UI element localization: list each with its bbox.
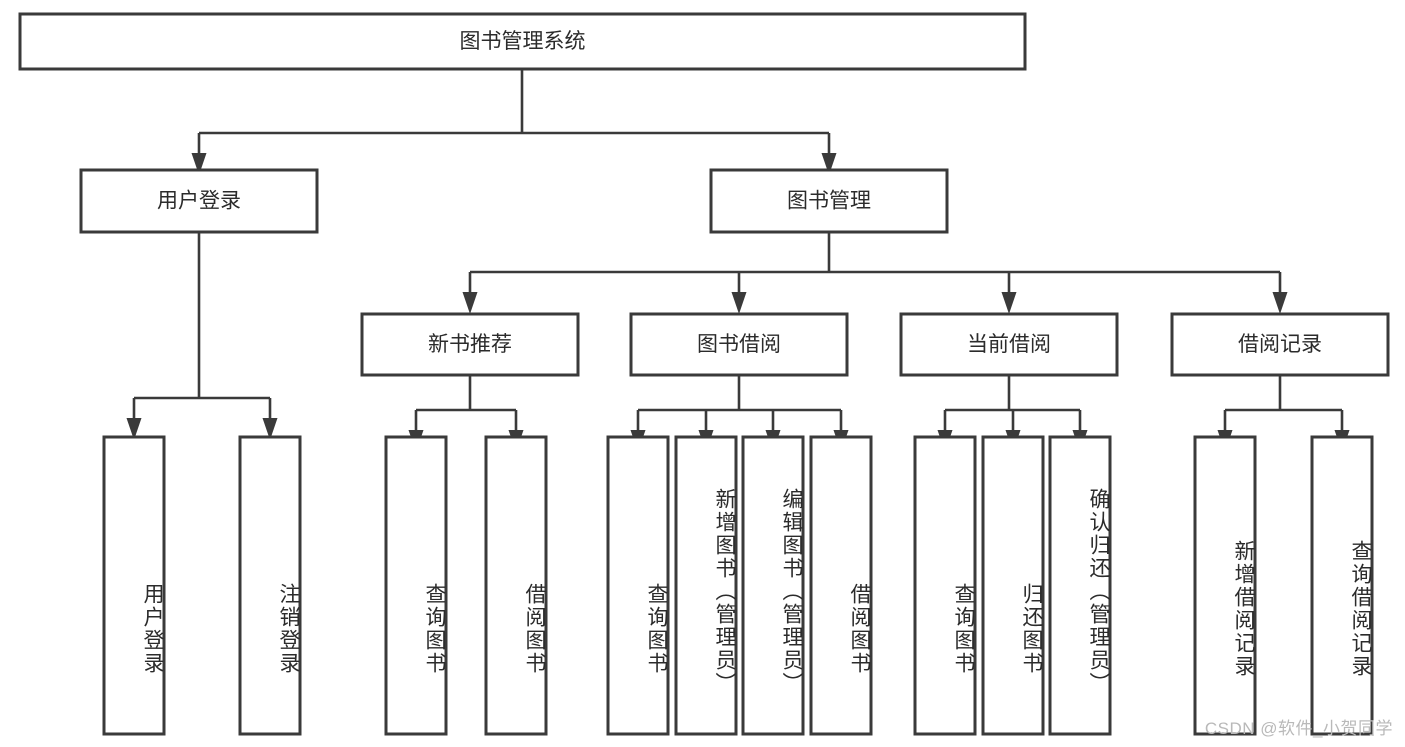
node-6-label: 借阅记录 (1238, 333, 1322, 356)
node-0-label: 图书管理系统 (460, 30, 586, 53)
books-to-level3-arrow-0 (462, 292, 478, 314)
node-3-box[interactable] (360, 312, 580, 377)
node-5-label: 当前借阅 (967, 333, 1051, 356)
node-13-box[interactable] (741, 435, 805, 736)
node-1-label: 用户登录 (157, 190, 241, 213)
node-2-label: 图书管理 (787, 190, 871, 213)
node-16-box[interactable] (981, 435, 1045, 736)
connector-layer (126, 69, 1350, 452)
node-14-box[interactable] (809, 435, 873, 736)
node-17-box[interactable] (1048, 435, 1112, 736)
node-6-box[interactable] (1170, 312, 1390, 377)
node-0-box[interactable] (18, 12, 1027, 71)
books-to-level3-arrow-2 (1001, 292, 1017, 314)
node-10-box[interactable] (484, 435, 548, 736)
node-4-box[interactable] (629, 312, 849, 377)
login-to-leaves-arrow-0 (126, 418, 142, 440)
node-3-label: 新书推荐 (428, 333, 512, 356)
node-12-box[interactable] (674, 435, 738, 736)
node-11-box[interactable] (606, 435, 670, 736)
node-18-box[interactable] (1193, 435, 1257, 736)
root-to-level2-arrow-0 (191, 153, 207, 175)
node-9-box[interactable] (384, 435, 448, 736)
node-2-box[interactable] (709, 168, 949, 234)
node-15-box[interactable] (913, 435, 977, 736)
watermark-text: CSDN @软件_小贺同学 (1204, 719, 1393, 738)
node-5-box[interactable] (899, 312, 1119, 377)
node-4-label: 图书借阅 (697, 333, 781, 356)
node-19-box[interactable] (1310, 435, 1374, 736)
books-to-level3-arrow-3 (1272, 292, 1288, 314)
root-to-level2-arrow-1 (821, 153, 837, 175)
books-to-level3-arrow-1 (731, 292, 747, 314)
node-7-box[interactable] (102, 435, 166, 736)
node-1-box[interactable] (79, 168, 319, 234)
node-8-box[interactable] (238, 435, 302, 736)
login-to-leaves-arrow-1 (262, 418, 278, 440)
